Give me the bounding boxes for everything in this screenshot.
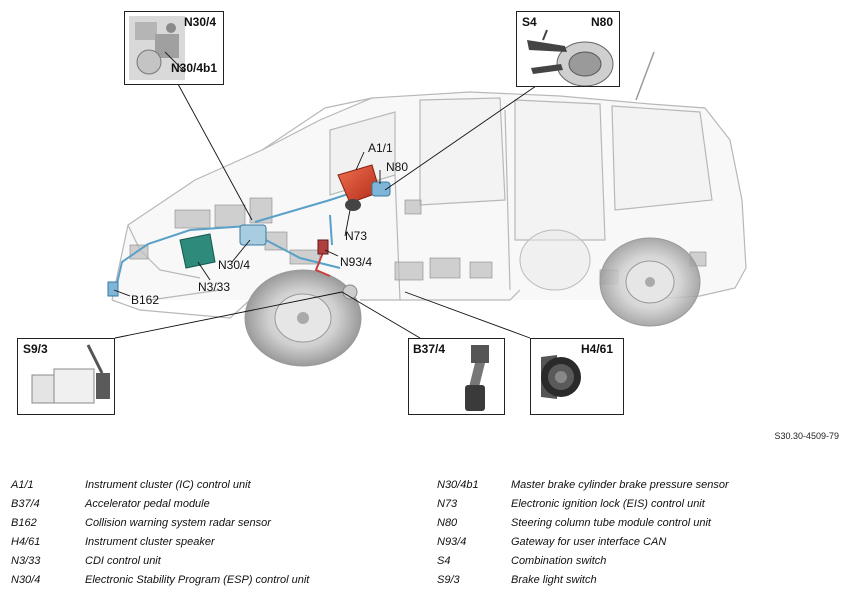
steering-column-module xyxy=(371,181,391,197)
brake-light-switch-location xyxy=(342,284,358,300)
legend-desc: Brake light switch xyxy=(511,574,597,586)
legend-code: S4 xyxy=(437,555,451,567)
label-n3-33: N3/33 xyxy=(198,280,231,294)
cdi-control-unit xyxy=(179,233,216,269)
callout-tag: H4/61 xyxy=(581,342,614,356)
legend-row: B37/4 Accelerator pedal module xyxy=(11,495,411,514)
legend-row: S4 Combination switch xyxy=(437,552,837,571)
legend-desc: Combination switch xyxy=(511,555,607,567)
callout-tag: N30/4b1 xyxy=(171,61,218,75)
callout-tag: S4 xyxy=(522,15,537,29)
label-n93-4: N93/4 xyxy=(340,255,373,269)
legend-code: B37/4 xyxy=(11,498,40,510)
legend-row: N3/33 CDI control unit xyxy=(11,552,411,571)
legend-desc: CDI control unit xyxy=(85,555,161,567)
legend-code: H4/61 xyxy=(11,536,41,548)
legend-row: N73 Electronic ignition lock (EIS) contr… xyxy=(437,495,837,514)
vehicle-illustration xyxy=(107,51,747,367)
radar-sensor xyxy=(107,281,119,297)
legend-desc: Electronic ignition lock (EIS) control u… xyxy=(511,498,705,510)
callout-tag: N30/4 xyxy=(184,15,217,29)
label-n80: N80 xyxy=(386,160,409,174)
gateway-wire xyxy=(314,249,331,277)
legend-code: N30/4b1 xyxy=(437,479,479,491)
label-a1-1: A1/1 xyxy=(368,141,393,155)
callout-cluster-speaker: H4/61 xyxy=(530,338,624,415)
legend-code: N73 xyxy=(437,498,458,510)
label-b162: B162 xyxy=(131,293,160,307)
brake-light-switch-photo xyxy=(31,344,110,404)
label-n30-4: N30/4 xyxy=(218,258,251,272)
legend-row: H4/61 Instrument cluster speaker xyxy=(11,533,411,552)
callout-accelerator-pedal: B37/4 xyxy=(408,338,505,415)
callout-brake-light-switch: S9/3 xyxy=(17,338,115,415)
leader-lines xyxy=(113,83,537,339)
vehicle-diagram: N30/4 N30/4b1 S4 N80 S9/3 B37/4 xyxy=(17,11,747,415)
legend-desc: Master brake cylinder brake pressure sen… xyxy=(511,479,729,491)
legend-code: N93/4 xyxy=(437,536,467,548)
callout-tag: S9/3 xyxy=(23,342,48,356)
legend-desc: Accelerator pedal module xyxy=(85,498,210,510)
legend-desc: Gateway for user interface CAN xyxy=(511,536,667,548)
engine-components xyxy=(129,197,707,285)
legend-row: N93/4 Gateway for user interface CAN xyxy=(437,533,837,552)
legend-row: A1/1 Instrument cluster (IC) control uni… xyxy=(11,476,411,495)
callout-combination-switch: S4 N80 xyxy=(516,11,620,87)
legend-code: N30/4 xyxy=(11,574,41,586)
legend-row: N80 Steering column tube module control … xyxy=(437,514,837,533)
speaker-photo xyxy=(541,355,581,399)
figure-reference: S30.30-4509-79 xyxy=(774,431,839,441)
legend-desc: Electronic Stability Program (ESP) contr… xyxy=(85,574,310,586)
legend-row: N30/4 Electronic Stability Program (ESP)… xyxy=(11,571,411,590)
legend-desc: Instrument cluster (IC) control unit xyxy=(85,479,251,491)
legend-desc: Steering column tube module control unit xyxy=(511,517,711,529)
label-n73: N73 xyxy=(345,229,368,243)
front-wheel xyxy=(244,269,362,367)
gateway-module xyxy=(317,239,329,255)
legend-code: A1/1 xyxy=(11,479,34,491)
esp-unit-photo xyxy=(129,16,186,80)
combination-switch-photo xyxy=(527,29,614,86)
legend-row: N30/4b1 Master brake cylinder brake pres… xyxy=(437,476,837,495)
callout-tag: B37/4 xyxy=(413,342,446,356)
legend-desc: Collision warning system radar sensor xyxy=(85,517,271,529)
legend-row: B162 Collision warning system radar sens… xyxy=(11,514,411,533)
legend-code: B162 xyxy=(11,517,37,529)
legend-desc: Instrument cluster speaker xyxy=(85,536,215,548)
legend-row: S9/3 Brake light switch xyxy=(437,571,837,590)
legend-code: N3/33 xyxy=(11,555,41,567)
callout-esp-unit: N30/4 N30/4b1 xyxy=(124,11,224,85)
rear-wheel xyxy=(599,237,701,327)
legend-code: N80 xyxy=(437,517,458,529)
ignition-lock xyxy=(345,199,361,211)
esp-control-unit xyxy=(239,224,267,246)
legend-code: S9/3 xyxy=(437,574,460,586)
accelerator-pedal-photo xyxy=(465,345,489,411)
callout-tag: N80 xyxy=(591,15,614,29)
